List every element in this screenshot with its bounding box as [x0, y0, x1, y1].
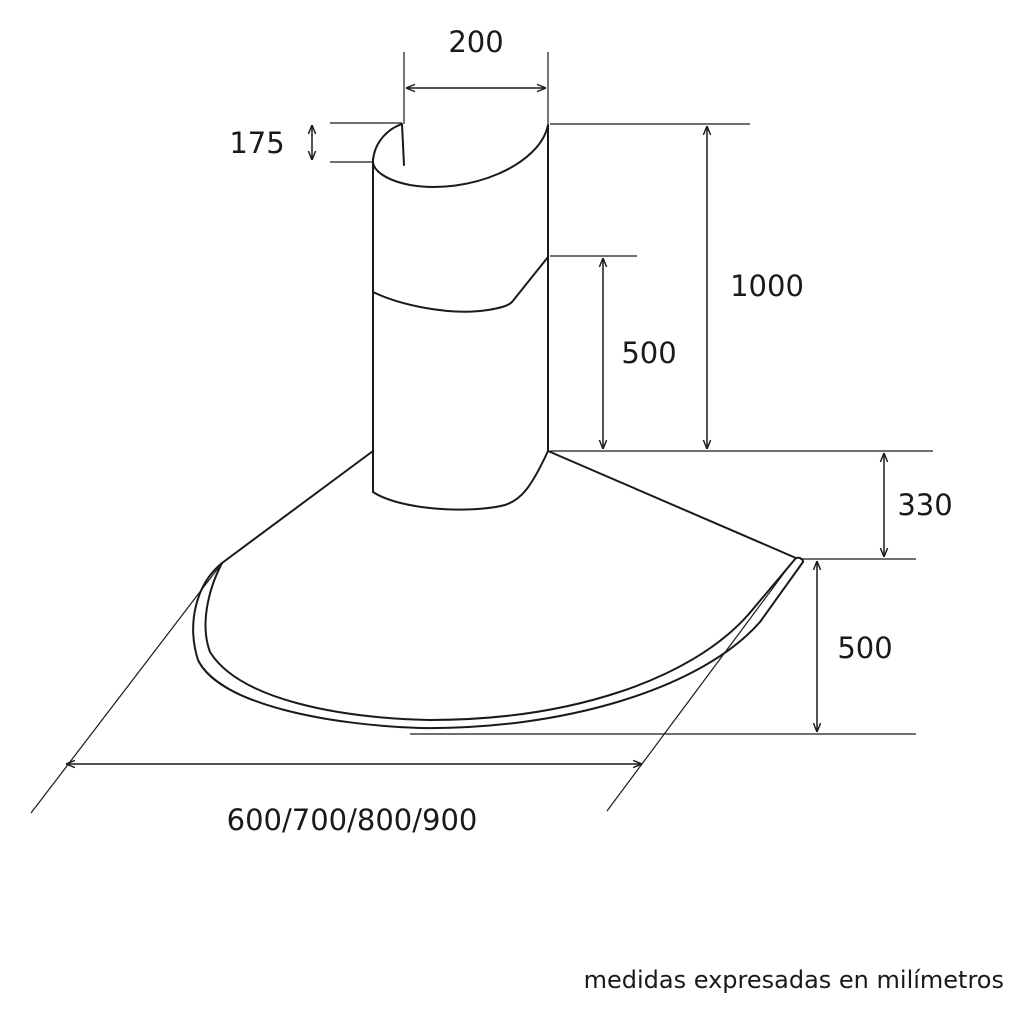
units-caption: medidas expresadas en milímetros [583, 966, 1004, 994]
label-hood-widths: 600/700/800/900 [227, 803, 478, 837]
canopy-rim-inner [204, 557, 797, 721]
label-chimney-top-depth: 175 [229, 126, 284, 160]
canopy-left-slope [221, 450, 374, 564]
label-canopy-depth: 500 [837, 631, 892, 665]
chimney-top-edge [371, 123, 549, 188]
dimension-labels: 200 175 1000 500 330 500 600/700/800/900 [227, 25, 953, 837]
extension-lines [30, 52, 933, 814]
label-chimney-height: 1000 [730, 269, 804, 303]
canopy-rim-outer [192, 561, 804, 730]
label-chimney-width: 200 [448, 25, 503, 59]
hood-outline [192, 123, 804, 730]
canopy-rim-tip [795, 556, 804, 563]
dimension-lines [66, 88, 884, 764]
canopy-right-slope [547, 450, 797, 559]
chimney-bottom-edge [372, 450, 549, 511]
label-chimney-upper-section: 500 [621, 336, 676, 370]
chimney-section-joint [372, 256, 549, 313]
label-canopy-height: 330 [897, 488, 952, 522]
